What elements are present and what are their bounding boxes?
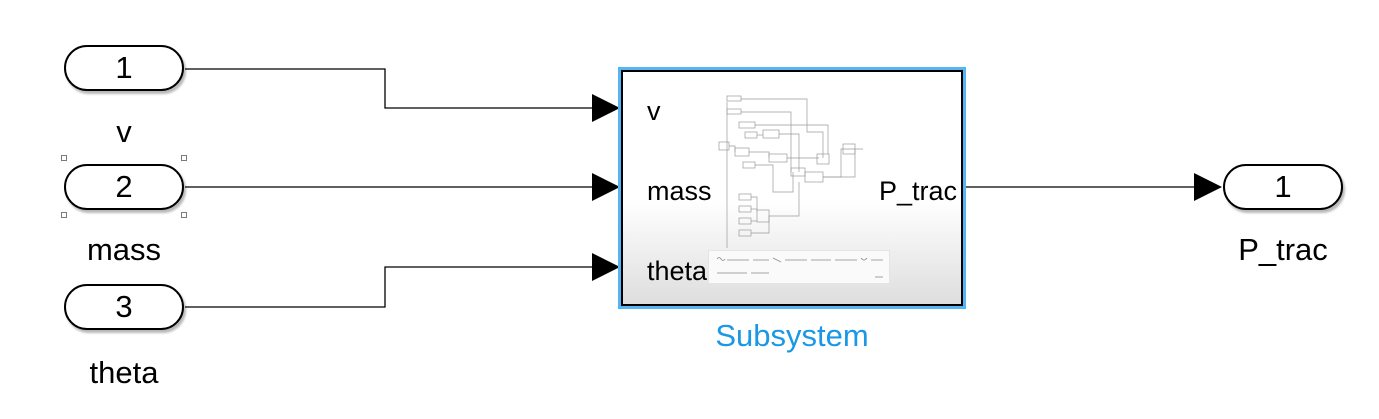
arrowhead-theta (592, 253, 620, 281)
inport-label-mass: mass (86, 232, 162, 267)
outport-label-p-trac: P_trac (1238, 232, 1328, 267)
arrowhead-v (592, 94, 620, 122)
inport-number: 1 (115, 50, 133, 85)
subsystem-input-port-theta: theta (647, 256, 708, 286)
outport-block-p-trac[interactable]: 1 (1223, 164, 1343, 210)
selection-handle[interactable] (181, 155, 187, 161)
equation-annotation (708, 250, 890, 284)
subsystem-body: v mass theta P_trac (621, 70, 963, 306)
subsystem-input-port-mass: mass (647, 176, 712, 206)
outport-number: 1 (1274, 169, 1292, 204)
selection-handle[interactable] (61, 155, 67, 161)
inport-block-v[interactable]: 1 (64, 45, 184, 91)
subsystem-output-port-p-trac: P_trac (878, 176, 957, 206)
signal-line-theta[interactable] (185, 266, 594, 308)
subsystem-input-port-v: v (647, 96, 661, 126)
inport-number: 2 (115, 169, 133, 204)
arrowhead-p-trac (1194, 173, 1222, 201)
selection-handle[interactable] (61, 212, 67, 218)
signal-line-v[interactable] (185, 68, 594, 109)
subsystem-title[interactable]: Subsystem (715, 318, 869, 353)
inport-number: 3 (115, 289, 133, 324)
selection-handle[interactable] (181, 212, 187, 218)
inport-block-theta[interactable]: 3 (64, 284, 184, 330)
inport-label-theta: theta (89, 355, 159, 390)
arrowhead-mass (592, 173, 620, 201)
subsystem-block[interactable]: v mass theta P_trac (618, 67, 966, 309)
inport-block-mass[interactable]: 2 (64, 164, 184, 210)
subsystem-preview-thumbnail (718, 95, 863, 248)
inport-label-v: v (116, 114, 132, 149)
equation-scribble (716, 257, 883, 278)
